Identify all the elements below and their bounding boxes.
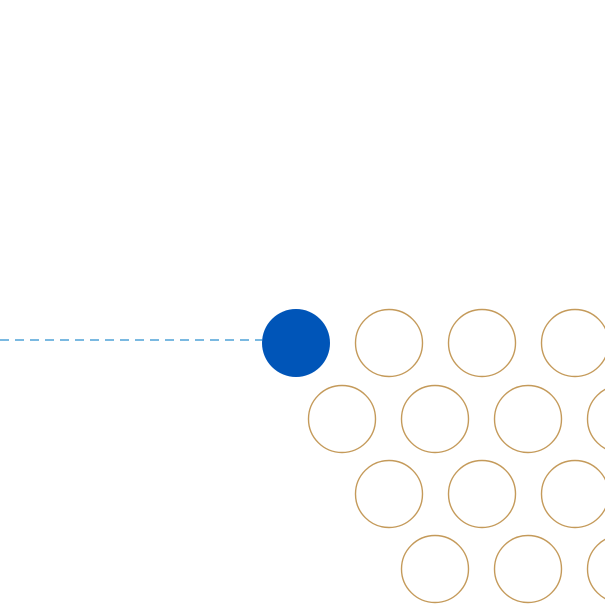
ring-circle — [540, 459, 605, 529]
ring-circle — [586, 538, 605, 600]
ring-circle — [586, 388, 605, 450]
ring-circle — [400, 384, 470, 454]
highlighted-dot — [262, 309, 330, 377]
ring-circle — [307, 384, 377, 454]
ring-circle — [447, 459, 517, 529]
ring-circle — [493, 384, 563, 454]
ring-grid — [307, 308, 605, 604]
ring-circle — [354, 459, 424, 529]
ring-circle — [493, 534, 563, 604]
ring-circle — [540, 308, 605, 378]
ring-circle — [447, 308, 517, 378]
ring-circle — [400, 534, 470, 604]
ring-circle — [354, 308, 424, 378]
